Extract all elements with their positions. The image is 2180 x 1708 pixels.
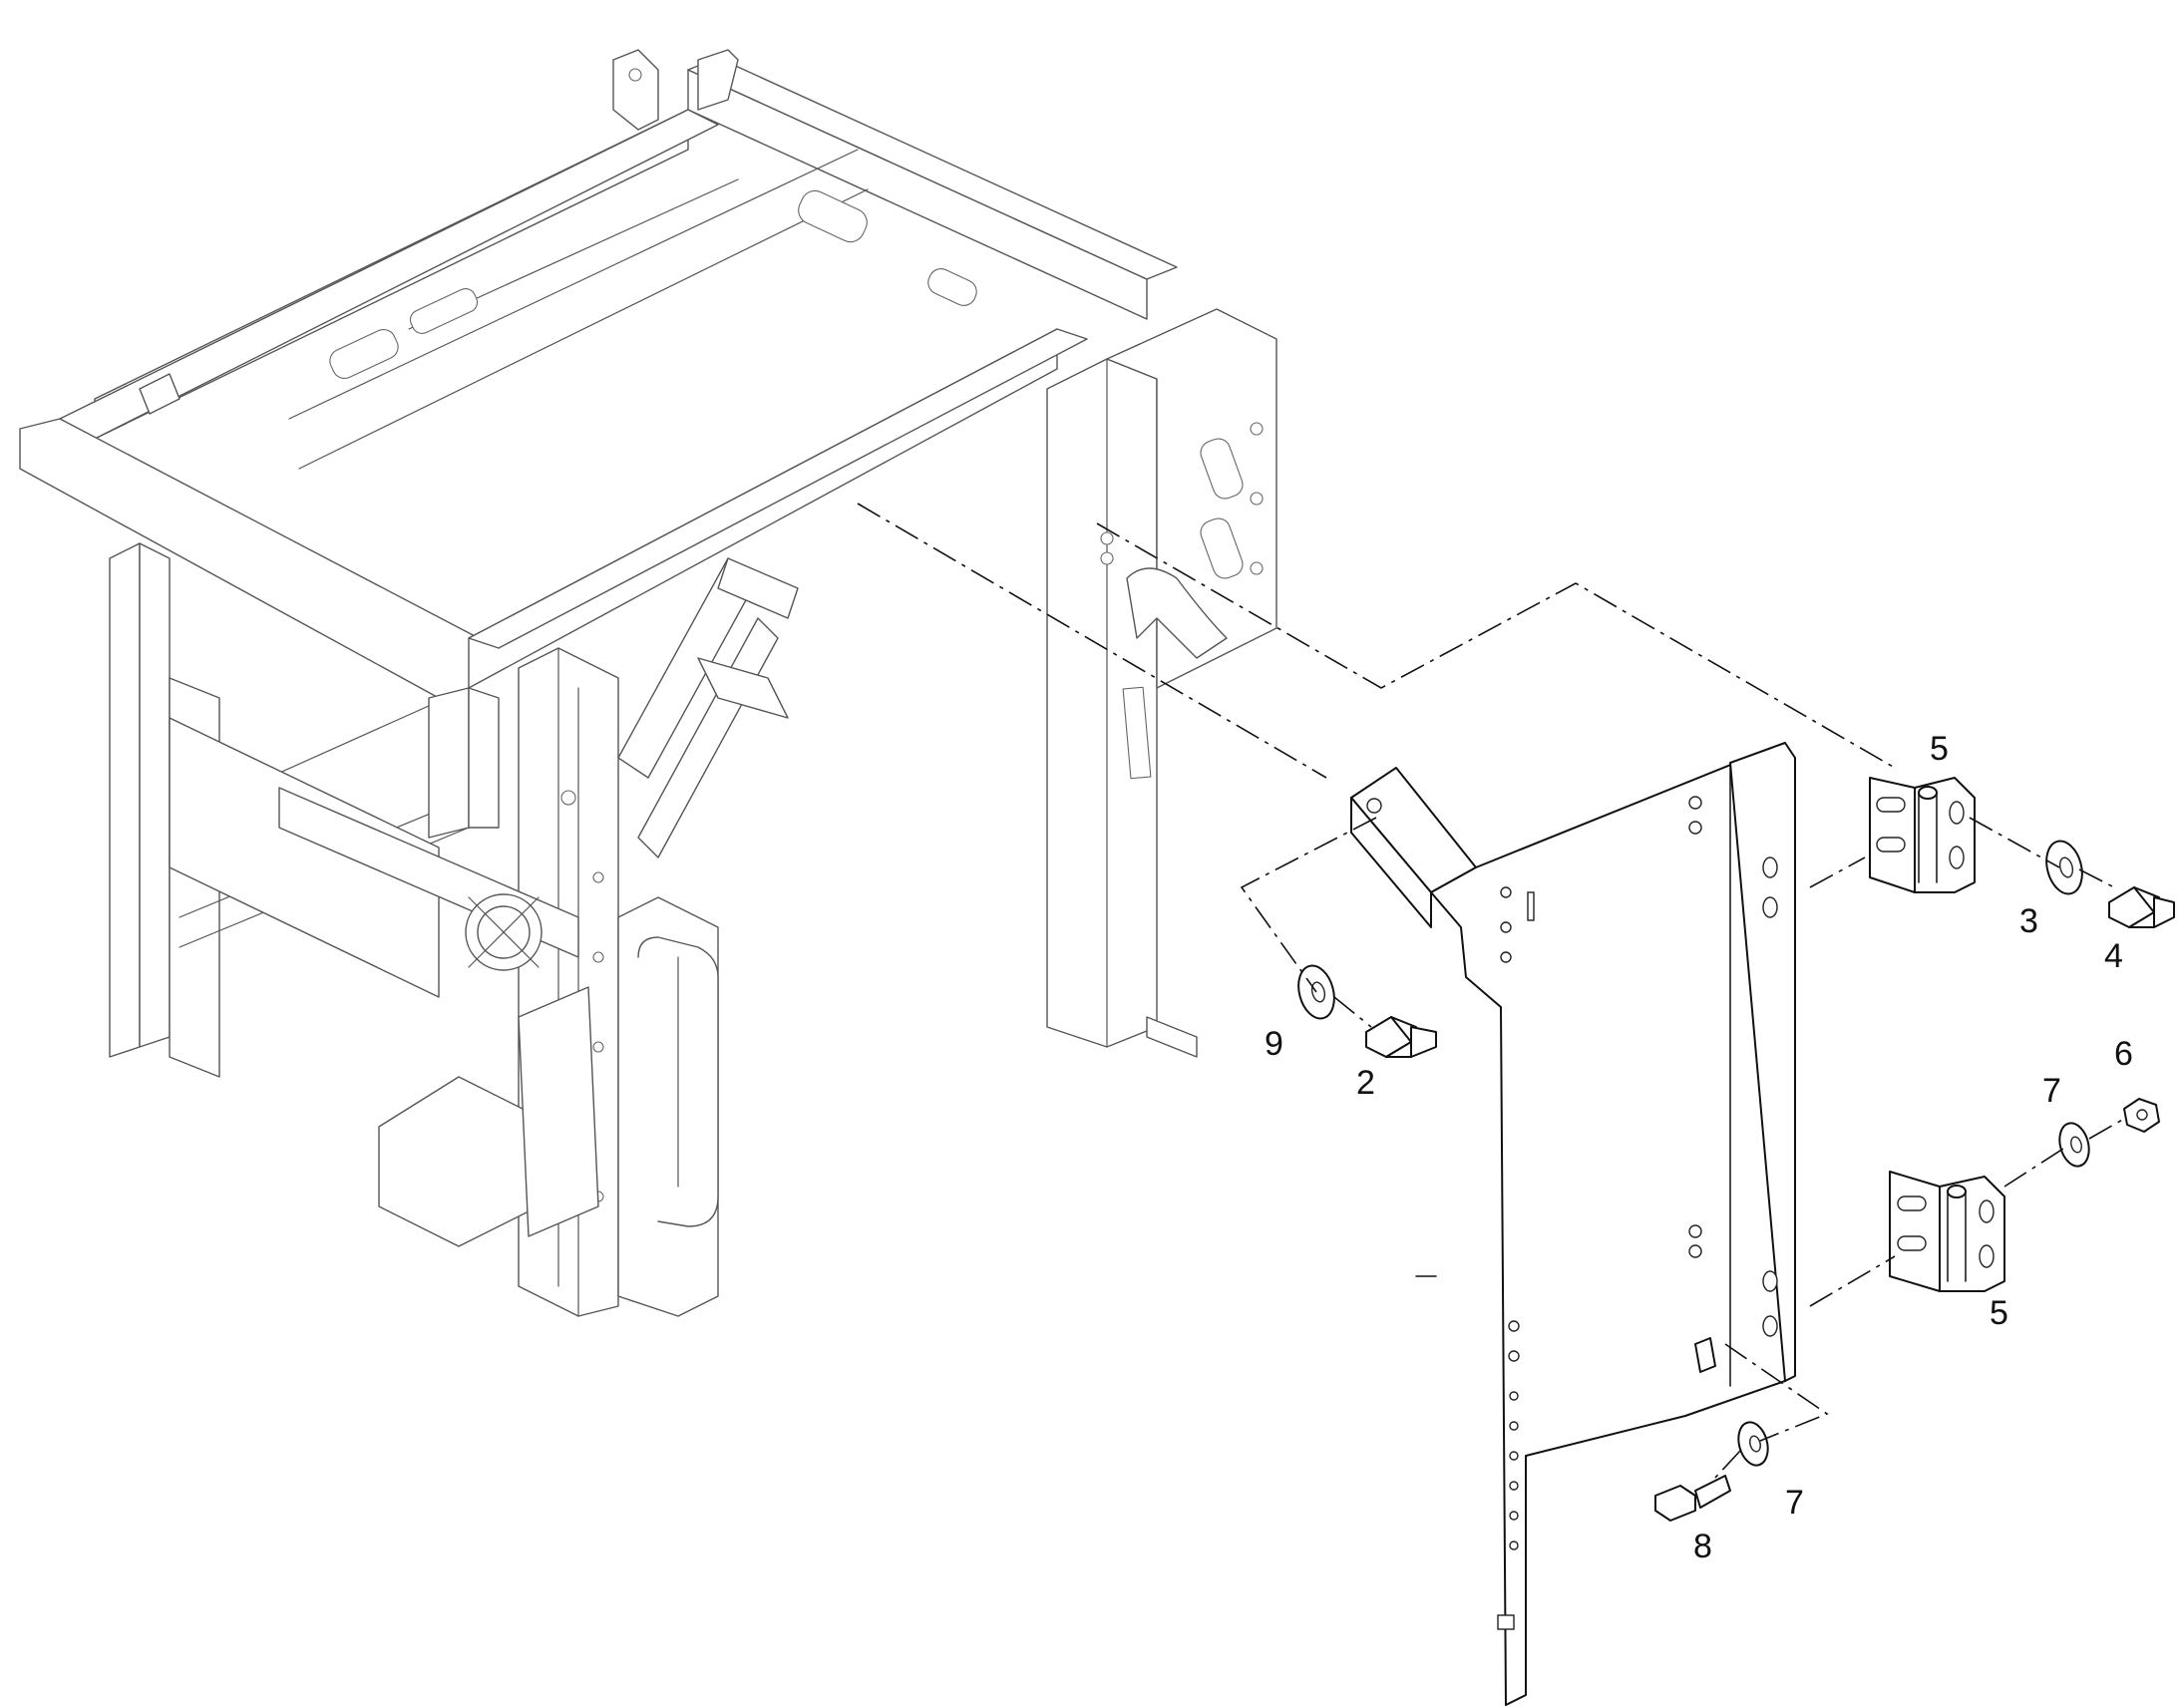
assembly-leader-lines [857,503,2125,1479]
washer-7-bottom [1737,1421,1769,1467]
callout-7-top: 7 [2042,1072,2061,1110]
callout-4: 4 [2104,937,2123,975]
main-frame-assembly [19,49,1277,1317]
side-panel [1350,742,1796,1706]
callout-5-bottom: 5 [1990,1294,2008,1332]
washer-3 [2045,840,2083,895]
bolt-8 [1654,1475,1731,1522]
hinge-top [1869,777,1976,893]
callout-3: 3 [2019,902,2038,940]
hinge-bottom [1889,1171,2005,1292]
callout-6: 6 [2114,1035,2133,1073]
washer-7-top [2058,1122,2090,1168]
callout-8: 8 [1693,1528,1712,1565]
callout-5-top: 5 [1930,730,1949,768]
callout-9: 9 [1265,1025,1283,1063]
bolt-4 [2108,886,2175,928]
nut-6 [2123,1098,2160,1133]
callout-2: 2 [1356,1064,1375,1102]
callout-labels: 9 2 5 3 4 7 6 5 7 8 [1265,730,2133,1565]
callout-7-bottom: 7 [1785,1484,1804,1522]
bolt-2 [1365,1016,1437,1058]
